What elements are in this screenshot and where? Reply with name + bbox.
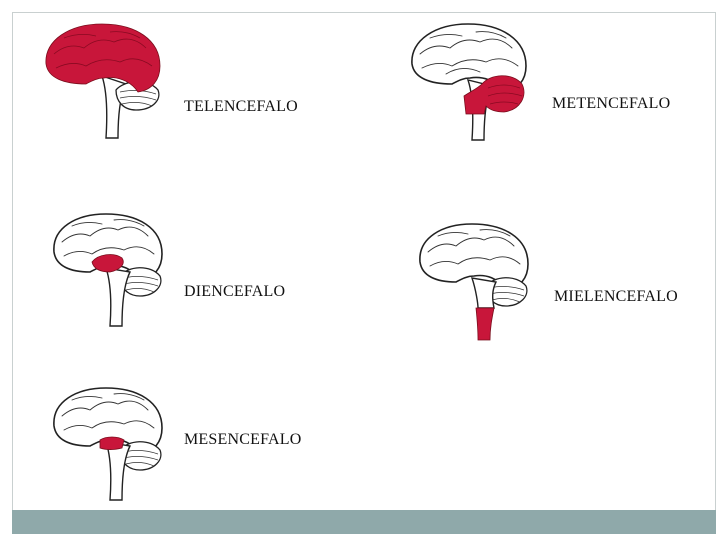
thalamus-highlight: [91, 254, 124, 273]
label-metencefalo: METENCEFALO: [552, 95, 671, 112]
brain-metencefalo-illustration: [411, 23, 527, 141]
brain-mielencefalo-illustration: [419, 223, 529, 341]
label-mesencefalo: MESENCEFALO: [184, 431, 302, 448]
cerebrum-highlight: [45, 23, 161, 93]
label-diencefalo: DIENCEFALO: [184, 283, 286, 300]
cerebellum: [119, 441, 162, 471]
brain-telencefalo-illustration: [45, 23, 161, 139]
brain-mesencefalo-illustration: [53, 387, 163, 501]
brain-stem: [104, 267, 132, 327]
label-telencefalo: TELENCEFALO: [184, 98, 298, 115]
midbrain-highlight: [99, 436, 125, 450]
label-mielencefalo: MIELENCEFALO: [554, 288, 678, 305]
metencefalo-highlight: [463, 75, 525, 115]
cerebellum: [119, 267, 162, 297]
medulla-highlight: [475, 307, 495, 341]
cerebrum: [411, 23, 527, 93]
brain-stem: [104, 441, 132, 501]
brain-diencefalo-illustration: [53, 213, 163, 327]
brain-stem: [470, 277, 498, 309]
footer-bar: [12, 510, 716, 534]
